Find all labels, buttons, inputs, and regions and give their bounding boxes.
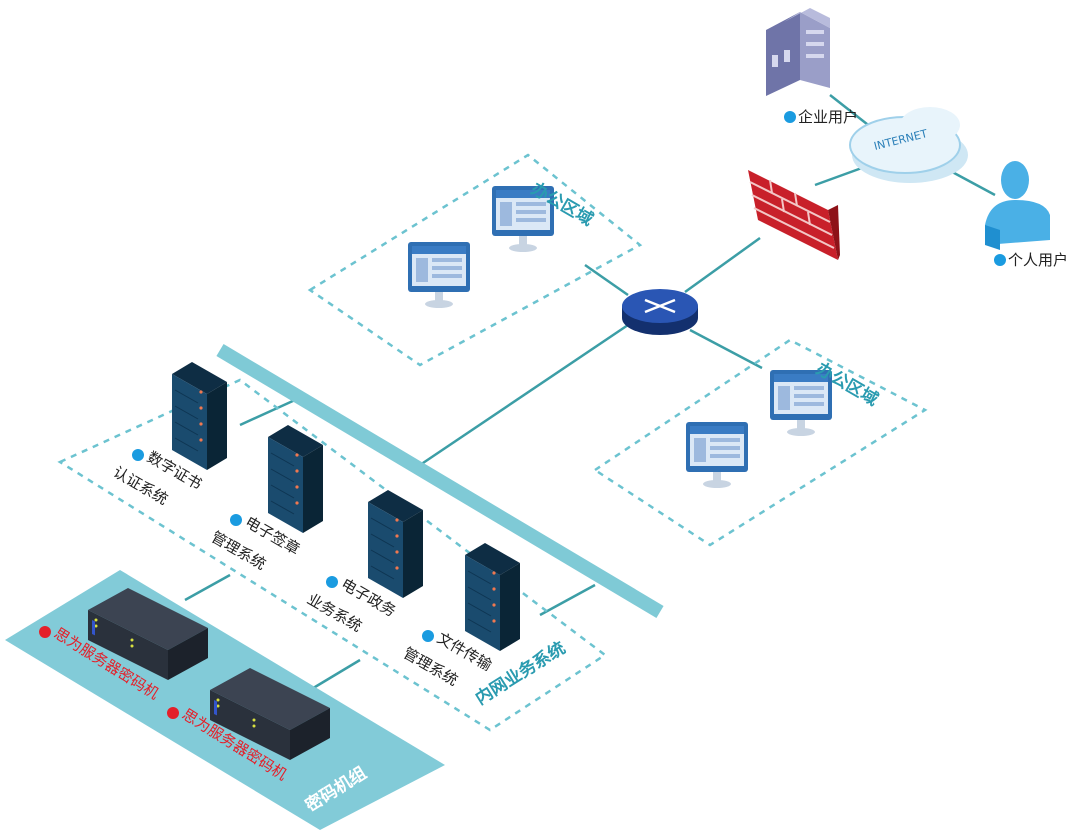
enterprise-user-label: 企业用户 (798, 108, 858, 126)
red-dot-icon (39, 626, 51, 638)
server-tower-icon (171, 361, 228, 471)
firewall-icon (748, 170, 840, 260)
red-dot-icon (167, 707, 179, 719)
personal-user-label: 个人用户 (1008, 251, 1068, 269)
person-icon (985, 161, 1050, 250)
server-tower-icon (367, 489, 424, 599)
router-icon (622, 289, 698, 335)
dot-icon (230, 514, 242, 526)
dot-icon (326, 576, 338, 588)
backbone-bus (216, 343, 664, 619)
inner-zone (57, 378, 608, 732)
dot-icon (994, 254, 1006, 266)
monitor-icon (408, 242, 470, 308)
building-icon (766, 8, 830, 96)
office-zone-2 (592, 338, 928, 547)
server-tower-icon (464, 542, 521, 652)
internet-cloud-icon: INTERNET (849, 107, 968, 183)
server-tower-icon (267, 424, 324, 534)
dot-icon (784, 111, 796, 123)
monitor-icon (686, 422, 748, 488)
dot-icon (422, 630, 434, 642)
dot-icon (132, 449, 144, 461)
office-zone-1 (307, 153, 643, 367)
